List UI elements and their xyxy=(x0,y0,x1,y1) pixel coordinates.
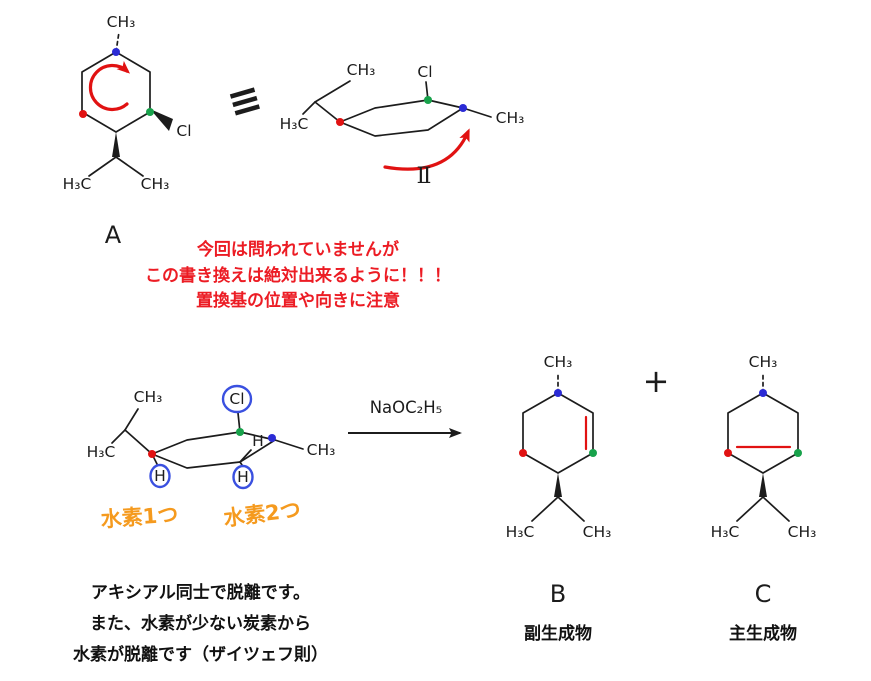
isopropyl-methyl-label: CH₃ xyxy=(347,61,376,79)
bond xyxy=(314,80,351,103)
highlight-circle-hydrogen xyxy=(232,464,254,490)
isopropyl-methyl-label: CH₃ xyxy=(583,523,612,541)
bond xyxy=(124,429,153,455)
wedge-bond-isopropyl xyxy=(112,132,120,157)
structure-a-label: A xyxy=(105,221,122,249)
bond xyxy=(314,101,341,123)
chloro-label: Cl xyxy=(417,63,432,81)
carbon-marker-red xyxy=(148,450,156,458)
plus-sign: + xyxy=(643,362,670,400)
reagent-label: NaOC₂H₅ xyxy=(370,398,443,417)
warning-line: 置換基の位置や向きに注意 xyxy=(196,291,400,311)
bond xyxy=(557,496,585,522)
carbon-marker-red xyxy=(79,110,87,118)
carbon-marker-red xyxy=(519,449,527,457)
ring-flip-arrow xyxy=(383,128,470,171)
hydrogen-count-left: 水素1つ xyxy=(100,502,179,531)
bond xyxy=(124,408,139,431)
product-b: CH₃ H₃C CH₃ B 副生成物 xyxy=(506,353,612,644)
product-c: CH₃ H₃C CH₃ C 主生成物 xyxy=(711,353,817,644)
reaction: NaOC₂H₅ xyxy=(348,398,462,438)
chair-ring xyxy=(339,99,464,137)
wedge-bond-chlorine xyxy=(150,109,173,131)
carbon-marker-green xyxy=(589,449,597,457)
isopropyl-methyl-label: H₃C xyxy=(87,443,116,461)
methyl-label: CH₃ xyxy=(496,109,525,127)
warning-line: 今回は問われていませんが xyxy=(196,240,400,260)
bond xyxy=(302,101,316,115)
product-c-label: C xyxy=(755,580,772,608)
methyl-label: CH₃ xyxy=(749,353,778,371)
bond xyxy=(88,156,117,177)
carbon-marker-red xyxy=(336,118,344,126)
bond-hydrogen xyxy=(239,449,252,463)
highlight-circle-hydrogen xyxy=(149,463,171,489)
conformer-ii: CH₃ H₃C Cl CH₃ Ⅱ xyxy=(280,61,525,189)
isopropyl-methyl-label: CH₃ xyxy=(141,175,170,193)
warning-note: 今回は問われていませんが この書き換えは絶対出来るように！！！ 置換基の位置や向… xyxy=(113,238,483,315)
chloro-label: Cl xyxy=(229,390,244,408)
isopropyl-methyl-label: H₃C xyxy=(63,175,92,193)
product-b-label: B xyxy=(550,580,566,608)
bond xyxy=(736,496,764,522)
methyl-label: CH₃ xyxy=(307,441,336,459)
note-line: アキシアル同士で脱離です。 xyxy=(90,583,311,603)
bond xyxy=(762,496,790,522)
isopropyl-methyl-label: H₃C xyxy=(711,523,740,541)
hydrogen-count-right: 水素2つ xyxy=(222,497,302,530)
warning-line: この書き換えは絶対出来るように！！！ xyxy=(145,265,451,286)
note-line: 水素が脱離です（ザイツェフ則） xyxy=(73,645,328,665)
methyl-label: CH₃ xyxy=(544,353,573,371)
conformer-ii-label: Ⅱ xyxy=(417,164,432,189)
carbon-marker-blue xyxy=(554,389,562,397)
isopropyl-methyl-label: CH₃ xyxy=(134,388,163,406)
product-b-type: 副生成物 xyxy=(524,623,592,644)
hydrogen-label: H xyxy=(252,432,264,450)
wedge-bond-isopropyl xyxy=(554,473,562,497)
product-c-type: 主生成物 xyxy=(729,623,797,644)
bond xyxy=(111,429,126,444)
bond xyxy=(462,107,492,118)
cyclohexene-ring xyxy=(522,392,594,474)
methyl-label: CH₃ xyxy=(107,13,136,31)
zaitsev-note: アキシアル同士で脱離です。 また、水素が少ない炭素から 水素が脱離です（ザイツェ… xyxy=(48,578,353,671)
carbon-marker-green xyxy=(236,428,244,436)
equivalence-symbol: ≡ xyxy=(222,74,267,127)
hydrogen-label: H xyxy=(237,468,249,486)
carbon-marker-blue xyxy=(268,434,276,442)
carbon-marker-blue xyxy=(459,104,467,112)
isopropyl-methyl-label: H₃C xyxy=(506,523,535,541)
bond xyxy=(274,439,304,450)
ring-flip-arrow xyxy=(88,60,131,112)
carbon-marker-blue xyxy=(759,389,767,397)
hydrogen-label: H xyxy=(154,467,166,485)
bond xyxy=(115,156,144,177)
bond xyxy=(531,496,559,522)
carbon-marker-red xyxy=(724,449,732,457)
structure-a: CH₃ Cl H₃C CH₃ A xyxy=(63,13,192,249)
isopropyl-methyl-label: H₃C xyxy=(280,115,309,133)
isopropyl-methyl-label: CH₃ xyxy=(788,523,817,541)
wedge-bond-isopropyl xyxy=(759,473,767,497)
note-line: また、水素が少ない炭素から xyxy=(90,614,311,634)
carbon-marker-green xyxy=(146,108,154,116)
highlight-circle-chlorine xyxy=(221,384,253,414)
chloro-label: Cl xyxy=(176,122,191,140)
carbon-marker-green xyxy=(424,96,432,104)
reactant-chair: CH₃ H₃C Cl CH₃ H H H 水素1つ 水素2つ xyxy=(87,384,336,532)
carbon-marker-blue xyxy=(112,48,120,56)
cyclohexene-ring xyxy=(727,392,799,474)
carbon-marker-green xyxy=(794,449,802,457)
